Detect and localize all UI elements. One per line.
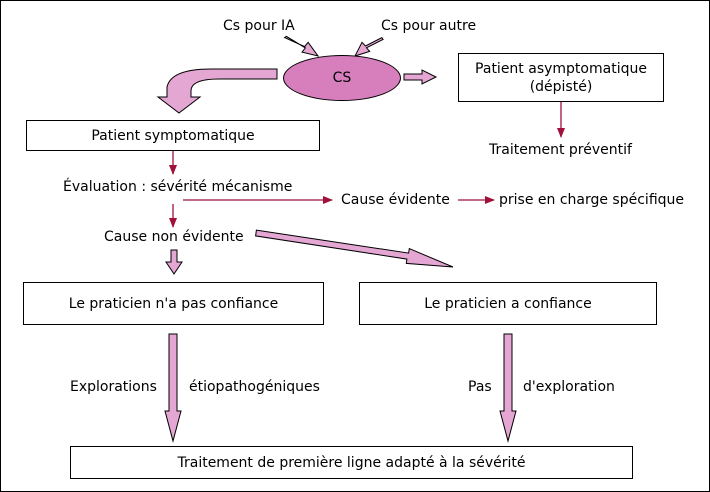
label-d-exploration: d'exploration: [523, 379, 615, 395]
label-etiopathogeniques: étiopathogéniques: [189, 379, 320, 395]
arrow-cs-ia-to-cs: [283, 35, 320, 57]
traitement-final-box: Traitement de première ligne adapté à la…: [70, 446, 633, 479]
label-explorations: Explorations: [70, 379, 157, 395]
pas-confiance-box: Le praticien n'a pas confiance: [23, 282, 324, 325]
patient-symptomatique-box: Patient symptomatique: [26, 120, 320, 151]
arrow-cs-to-symptomatique: [156, 68, 278, 114]
label-prise-en-charge: prise en charge spécifique: [499, 192, 685, 208]
arrow-confiance-to-traitement: [499, 333, 517, 443]
arrow-cause-to-confiance: [255, 229, 454, 268]
confiance-box: Le praticien a confiance: [359, 282, 657, 325]
label-evaluation: Évaluation : sévérité mécanisme: [63, 179, 293, 195]
asympto-line1: Patient asymptomatique: [475, 60, 647, 77]
label-cause-non-evidente: Cause non évidente: [104, 229, 244, 245]
asympto-line2: (dépisté): [529, 78, 593, 95]
patient-asymptomatique-box: Patient asymptomatique (dépisté): [458, 53, 664, 102]
label-cs-pour-ia: Cs pour IA: [223, 18, 295, 34]
pas-confiance-label: Le praticien n'a pas confiance: [68, 295, 279, 312]
arrow-cs-autre-to-cs: [354, 36, 384, 57]
arrow-pas-confiance-to-traitement: [164, 333, 182, 443]
symptomatique-label: Patient symptomatique: [91, 127, 255, 144]
confiance-label: Le praticien a confiance: [424, 295, 592, 312]
traitement-final-label: Traitement de première ligne adapté à la…: [177, 454, 526, 471]
label-traitement-preventif: Traitement préventif: [489, 142, 632, 158]
arrow-cs-to-asympto: [403, 69, 438, 85]
label-pas: Pas: [468, 379, 492, 395]
cs-node: CS: [283, 55, 401, 101]
label-cs-pour-autre: Cs pour autre: [381, 18, 477, 34]
arrow-cause-to-pas-confiance: [165, 249, 183, 275]
label-cause-evidente: Cause évidente: [341, 192, 450, 208]
cs-label: CS: [332, 70, 352, 86]
